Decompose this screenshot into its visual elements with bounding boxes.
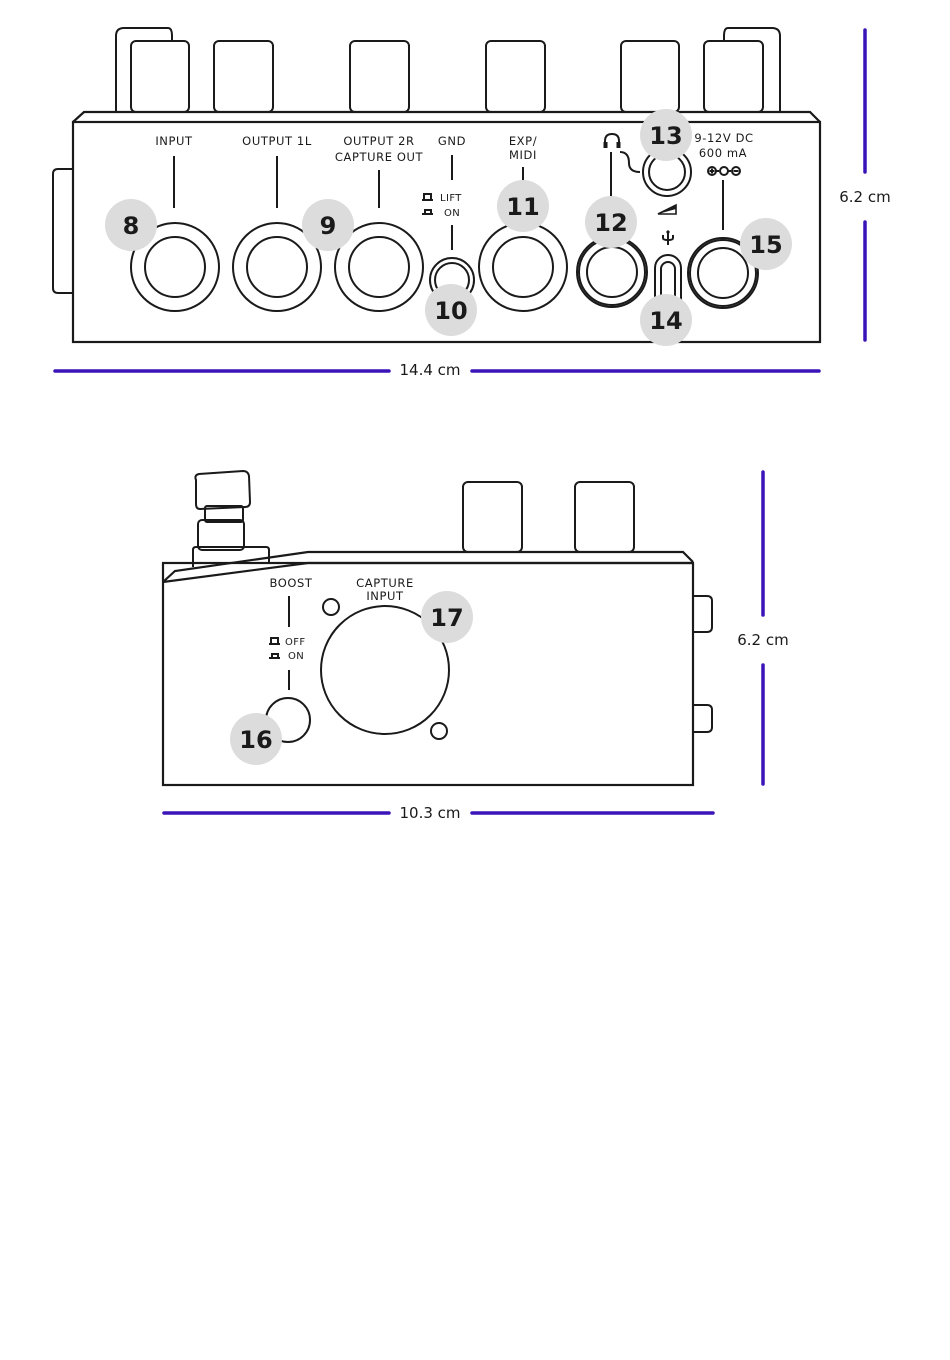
svg-text:10: 10	[434, 297, 467, 325]
svg-text:15: 15	[749, 231, 782, 259]
usb-icon	[663, 230, 673, 245]
top-width-dimension: 14.4 cm	[55, 361, 819, 379]
callout-12: 12	[585, 196, 637, 248]
output1-label: OUTPUT 1L	[242, 134, 312, 148]
callout-8: 8	[105, 199, 157, 251]
headphones-icon	[604, 134, 621, 148]
gnd-label: GND	[438, 134, 466, 148]
boost-label: BOOST	[269, 576, 312, 590]
svg-text:17: 17	[430, 604, 463, 632]
svg-text:6.2 cm: 6.2 cm	[839, 188, 890, 206]
footswitch-side-tab	[53, 169, 73, 293]
callout-16: 16	[230, 713, 282, 765]
on-label: ON	[444, 208, 460, 219]
svg-text:14: 14	[649, 307, 682, 335]
switch-up-icon	[422, 194, 433, 200]
off-label: OFF	[285, 637, 306, 648]
callout-10: 10	[425, 284, 477, 336]
exp-midi-jack[interactable]	[479, 223, 567, 311]
input-label: INPUT	[155, 134, 193, 148]
side-tab-lower	[693, 705, 712, 732]
svg-text:8: 8	[123, 212, 140, 240]
power-label-line1: 9-12V DC	[694, 131, 753, 145]
svg-text:13: 13	[649, 122, 682, 150]
footswitch[interactable]	[193, 471, 269, 567]
svg-text:14.4 cm: 14.4 cm	[399, 361, 460, 379]
dc-polarity-icon	[708, 167, 740, 175]
exp-label-line2: MIDI	[509, 148, 537, 162]
callout-14: 14	[640, 294, 692, 346]
side-panel-view: BOOST CAPTURE INPUT OFF ON 16 17	[163, 471, 789, 822]
callout-11: 11	[497, 180, 549, 232]
side-knob-2	[575, 482, 634, 552]
callout-17: 17	[421, 591, 473, 643]
switch-up-icon	[269, 638, 280, 644]
top-knobs	[116, 28, 780, 112]
headphone-connector-line	[620, 152, 640, 172]
lift-label: LIFT	[440, 193, 462, 204]
callout-13: 13	[640, 109, 692, 161]
exp-label-line1: EXP/	[509, 134, 537, 148]
svg-text:9: 9	[320, 212, 337, 240]
svg-text:10.3 cm: 10.3 cm	[399, 804, 460, 822]
side-tab-upper	[693, 596, 712, 632]
callout-9: 9	[302, 199, 354, 251]
output2-label-line2: CAPTURE OUT	[335, 150, 424, 164]
callout-15: 15	[740, 218, 792, 270]
svg-text:11: 11	[506, 193, 539, 221]
svg-text:12: 12	[594, 209, 627, 237]
back-panel-view: INPUT OUTPUT 1L OUTPUT 2R CAPTURE OUT GN…	[53, 28, 891, 379]
volume-ramp-icon	[658, 205, 676, 214]
svg-text:6.2 cm: 6.2 cm	[737, 631, 788, 649]
side-knob-1	[463, 482, 522, 552]
enclosure-side-top-edge	[163, 563, 693, 582]
side-width-dimension: 10.3 cm	[164, 804, 713, 822]
top-height-dimension: 6.2 cm	[839, 30, 890, 340]
enclosure-top-bevel	[73, 112, 820, 122]
side-height-dimension: 6.2 cm	[737, 472, 788, 784]
enclosure-side-bevel	[163, 552, 693, 582]
power-label-line2: 600 mA	[699, 146, 747, 160]
capture-label-line2: INPUT	[366, 589, 404, 603]
boost-on-label: ON	[288, 651, 304, 662]
capture-label-line1: CAPTURE	[356, 576, 414, 590]
switch-down-icon	[269, 654, 280, 658]
output2-label-line1: OUTPUT 2R	[343, 134, 414, 148]
switch-down-icon	[422, 210, 433, 214]
svg-text:16: 16	[239, 726, 272, 754]
